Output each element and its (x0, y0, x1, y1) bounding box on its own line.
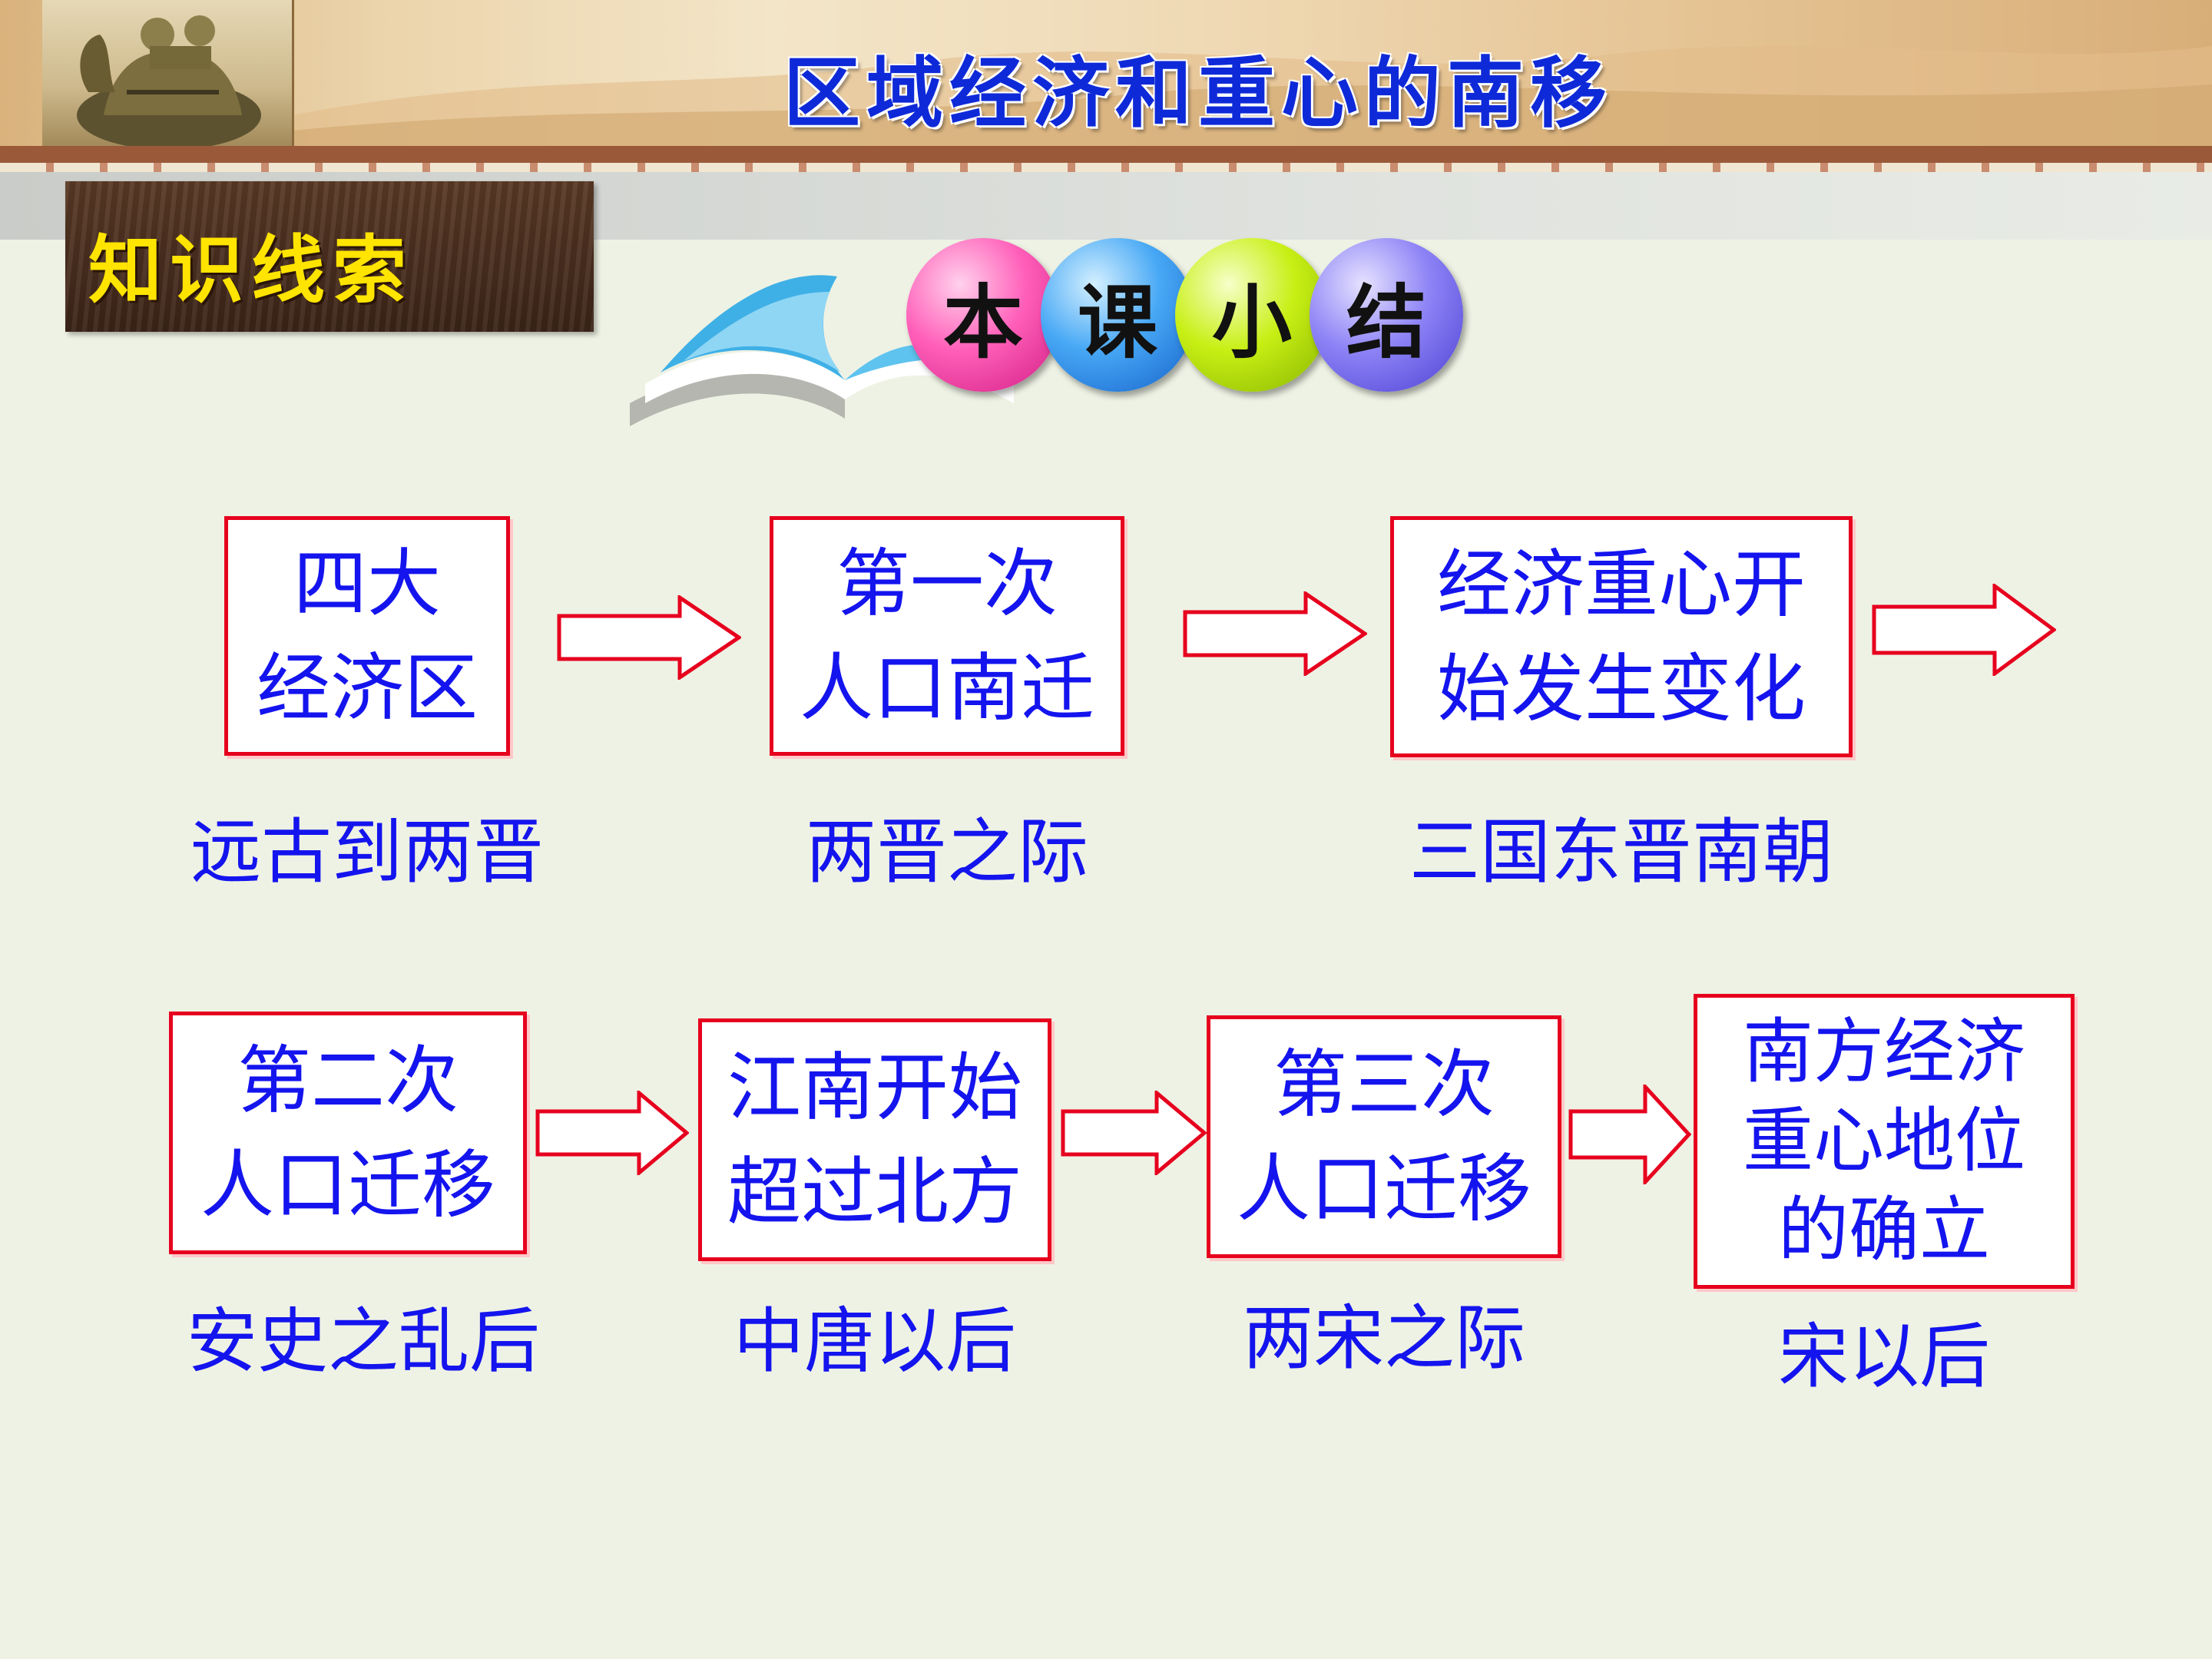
header-stripe (0, 146, 2212, 163)
flow-box-text: 四大 经济区 (257, 531, 478, 740)
flow-caption: 远古到两晋 (175, 810, 559, 895)
flow-box-text: 江南开始 超过北方 (727, 1035, 1022, 1244)
page-title: 区域经济和重心的南移 (0, 31, 2212, 142)
right-arrow-icon (535, 1091, 689, 1175)
flow-box-text: 南方经济 重心地位 的确立 (1743, 1008, 2025, 1275)
summary-char-xiao: 小 (1175, 238, 1329, 392)
flow-caption: 中唐以后 (683, 1300, 1067, 1384)
right-arrow-icon (1061, 1091, 1207, 1175)
flow-caption: 安史之乱后 (164, 1300, 563, 1384)
section-label: 知识线索 (88, 210, 414, 317)
flow-caption: 三国东晋南朝 (1368, 810, 1875, 895)
right-arrow-icon (1568, 1084, 1691, 1184)
flow-caption: 宋以后 (1692, 1315, 2076, 1399)
flow-box: 江南开始 超过北方 (698, 1018, 1051, 1261)
flow-box: 第一次 人口南迁 (770, 516, 1124, 756)
flow-box-text: 经济重心开 始发生变化 (1437, 532, 1806, 741)
right-arrow-icon (1872, 584, 2056, 676)
right-arrow-icon (557, 595, 741, 680)
flow-box-text: 第二次 人口迁移 (200, 1028, 495, 1237)
flow-box: 经济重心开 始发生变化 (1390, 516, 1853, 757)
flow-box: 四大 经济区 (224, 516, 510, 756)
flow-box-text: 第一次 人口南迁 (800, 531, 1094, 740)
header-dashed-stripe (0, 163, 2212, 172)
flow-box-text: 第三次 人口迁移 (1237, 1032, 1532, 1241)
section-label-plate: 知识线索 (65, 181, 594, 332)
flow-box: 第三次 人口迁移 (1207, 1015, 1561, 1258)
summary-char-ke: 课 (1041, 238, 1194, 392)
right-arrow-icon (1183, 591, 1367, 676)
flow-box: 第二次 人口迁移 (169, 1012, 527, 1254)
flow-caption: 两晋之际 (755, 810, 1139, 895)
header-banner: 区域经济和重心的南移 (0, 0, 2212, 146)
summary-char-jie: 结 (1310, 238, 1463, 392)
summary-char-ben: 本 (906, 238, 1060, 392)
flow-caption: 两宋之际 (1192, 1296, 1576, 1381)
flow-box: 南方经济 重心地位 的确立 (1694, 994, 2075, 1289)
